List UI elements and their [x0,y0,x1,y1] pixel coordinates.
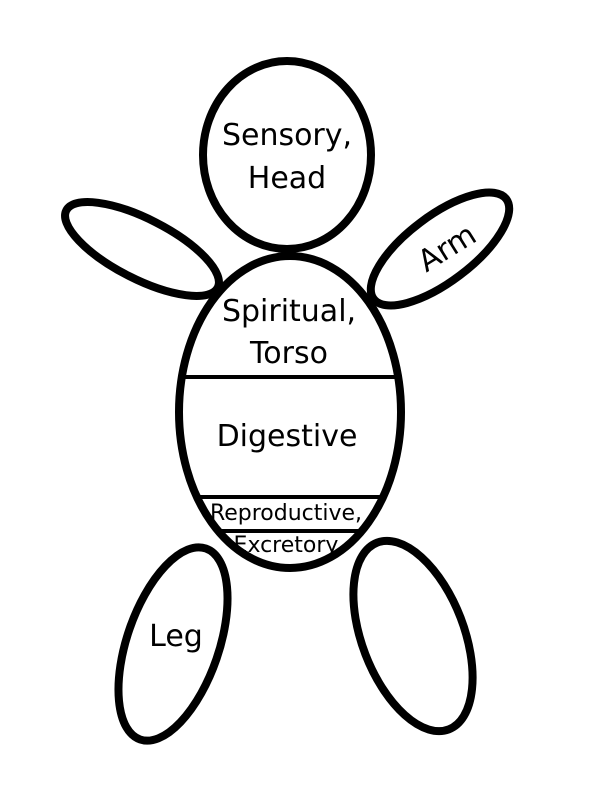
torso-shape [175,252,405,572]
leg-label: Leg [149,619,203,654]
left-leg-shape [114,543,232,745]
torso-middle-label: Digestive [217,419,358,454]
left-arm-shape [61,198,223,300]
head-label-line1: Sensory, [222,118,352,153]
right-leg-shape [349,536,477,736]
head-label-line2: Head [248,161,326,196]
torso-upper-label-line2: Torso [249,336,328,371]
torso-lower-label-line2: Excretory [234,533,339,558]
head-shape [199,57,375,253]
torso-lower-label-line1: Reproductive, [210,501,362,526]
torso-upper-label-line1: Spiritual, [222,294,356,329]
right-arm-shape [366,188,514,310]
